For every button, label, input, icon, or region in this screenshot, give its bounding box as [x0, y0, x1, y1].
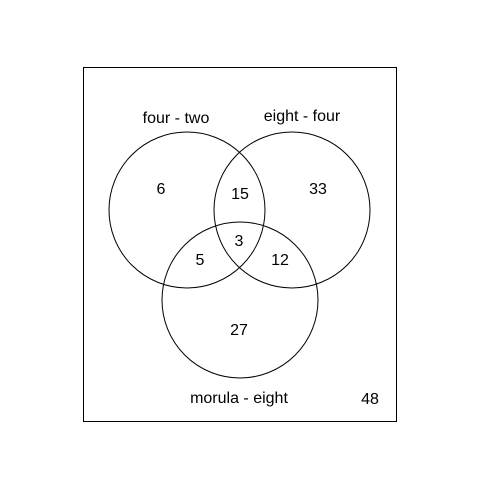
count-all-three: 3	[235, 233, 244, 250]
count-four-two-and-morula-eight: 5	[196, 252, 205, 269]
count-outside: 48	[361, 391, 379, 408]
count-eight-four-and-morula-eight: 12	[271, 252, 289, 269]
set-circle-eight-four	[213, 131, 371, 289]
set-circle-morula-eight	[161, 221, 319, 379]
set-label-eight-four: eight - four	[264, 108, 341, 125]
count-eight-four-only: 33	[309, 181, 327, 198]
plot-frame	[83, 67, 397, 422]
set-label-four-two: four - two	[143, 110, 210, 127]
count-morula-eight-only: 27	[230, 322, 248, 339]
count-four-two-and-eight-four: 15	[231, 186, 249, 203]
count-four-two-only: 6	[157, 181, 166, 198]
set-circle-four-two	[108, 131, 266, 289]
set-label-morula-eight: morula - eight	[190, 390, 288, 407]
